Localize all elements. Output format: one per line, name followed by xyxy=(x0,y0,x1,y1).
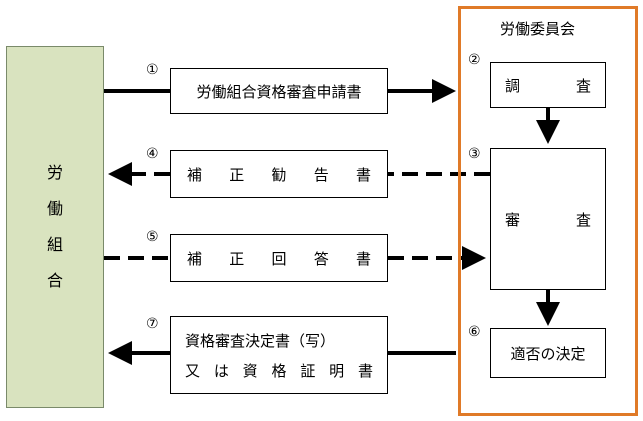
step-number: ⑥ xyxy=(468,324,481,340)
labor-union-box: 労 働 組 合 xyxy=(6,46,104,408)
committee-title: 労働委員会 xyxy=(500,20,576,38)
review-char: 査 xyxy=(575,210,591,229)
application-box: 労働組合資格審査申請書 xyxy=(170,68,388,114)
investigation-char: 査 xyxy=(575,76,591,95)
investigation-box: 調 査 xyxy=(490,62,606,108)
recommendation-char: 補 xyxy=(187,165,203,184)
investigation-char: 調 xyxy=(505,76,521,95)
step-number: ④ xyxy=(146,146,159,162)
step-number: ⑤ xyxy=(146,229,159,245)
recommendation-box: 補 正 勧 告 書 xyxy=(170,150,388,198)
union-char: 合 xyxy=(46,271,63,290)
answer-char: 書 xyxy=(355,249,371,268)
step-number: ① xyxy=(146,62,159,78)
step-number: ② xyxy=(468,52,481,68)
recommendation-char: 正 xyxy=(229,165,245,184)
decision-document-char: 書 xyxy=(357,361,373,380)
application-label: 労働組合資格審査申請書 xyxy=(196,82,362,101)
decision-document-char: 格 xyxy=(271,361,287,380)
union-char: 労 xyxy=(46,163,63,182)
answer-char: 補 xyxy=(187,249,203,268)
labor-committee-frame xyxy=(458,6,638,416)
answer-char: 正 xyxy=(229,249,245,268)
recommendation-char: 勧 xyxy=(271,165,287,184)
answer-box: 補 正 回 答 書 xyxy=(170,234,388,282)
review-char: 審 xyxy=(505,210,521,229)
review-box: 審 査 xyxy=(490,148,606,290)
decision-document-char: 明 xyxy=(329,361,345,380)
answer-char: 答 xyxy=(313,249,329,268)
union-char: 働 xyxy=(46,199,63,218)
step-number: ③ xyxy=(468,146,481,162)
decision-document-line2: 又 は 資 格 証 明 書 xyxy=(185,360,373,381)
decision-document-char: 資 xyxy=(242,361,258,380)
decision-document-char: は xyxy=(213,361,229,380)
decision-document-char: 証 xyxy=(300,361,316,380)
answer-char: 回 xyxy=(271,249,287,268)
decision-document-char: 又 xyxy=(185,361,201,380)
step-number: ⑦ xyxy=(146,316,159,332)
decision-document-box: 資格審査決定書（写） 又 は 資 格 証 明 書 xyxy=(170,316,388,394)
recommendation-char: 書 xyxy=(355,165,371,184)
decision-document-line1: 資格審査決定書（写） xyxy=(185,331,336,350)
decision-label: 適否の決定 xyxy=(510,344,586,363)
union-char: 組 xyxy=(46,235,63,254)
recommendation-char: 告 xyxy=(313,165,329,184)
decision-box: 適否の決定 xyxy=(490,328,606,378)
